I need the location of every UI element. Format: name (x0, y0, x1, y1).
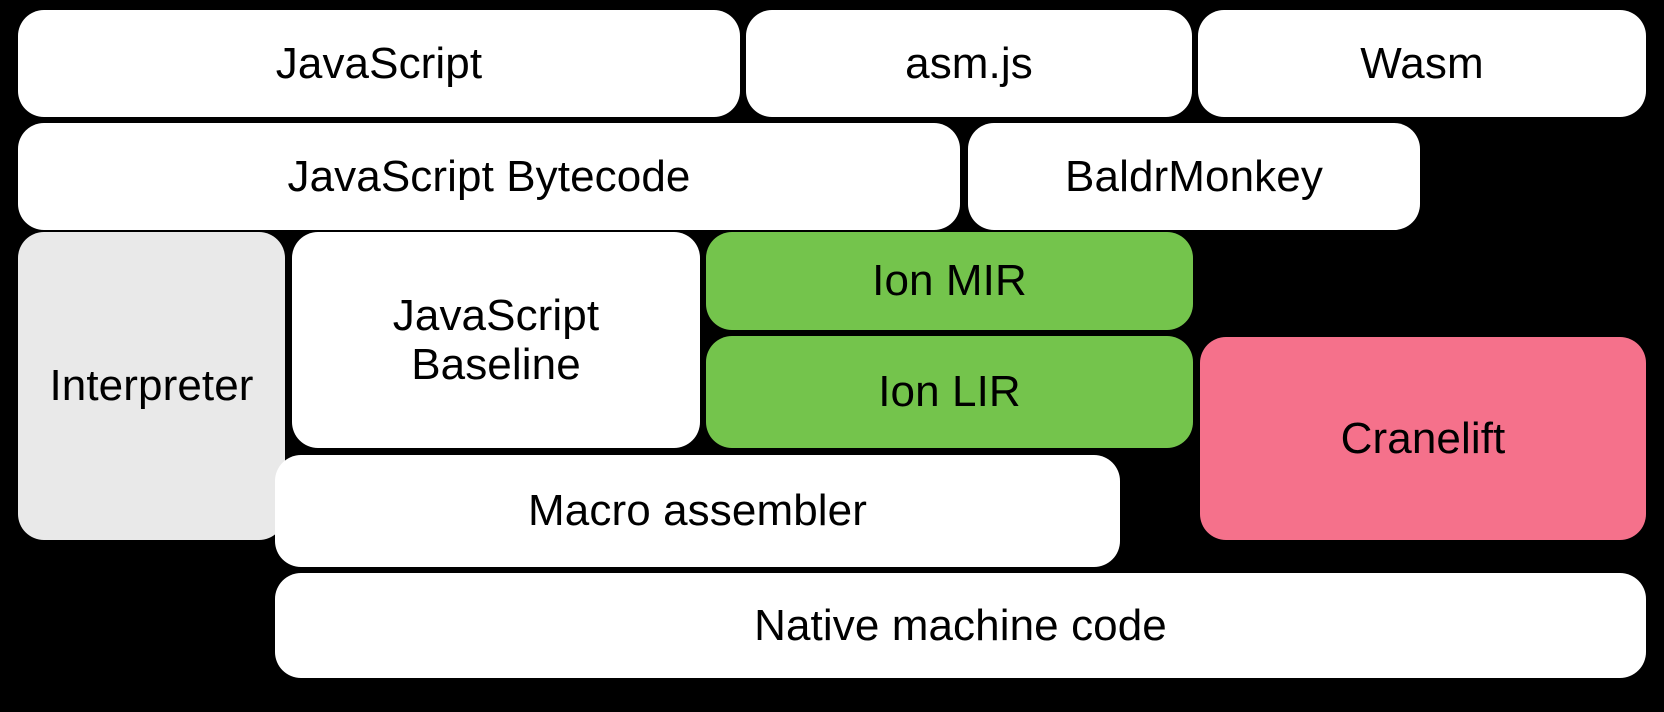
node-javascript: JavaScript (18, 10, 740, 117)
node-macro-assembler: Macro assembler (275, 455, 1120, 567)
node-cranelift: Cranelift (1200, 337, 1646, 540)
node-baldrmonkey: BaldrMonkey (968, 123, 1420, 230)
node-javascript-bytecode: JavaScript Bytecode (18, 123, 960, 230)
node-javascript-baseline: JavaScript Baseline (292, 232, 700, 448)
node-asm-js: asm.js (746, 10, 1192, 117)
node-ion-lir: Ion LIR (706, 336, 1193, 448)
node-ion-mir: Ion MIR (706, 232, 1193, 330)
node-interpreter: Interpreter (18, 232, 285, 540)
node-wasm: Wasm (1198, 10, 1646, 117)
node-native-machine-code: Native machine code (275, 573, 1646, 678)
